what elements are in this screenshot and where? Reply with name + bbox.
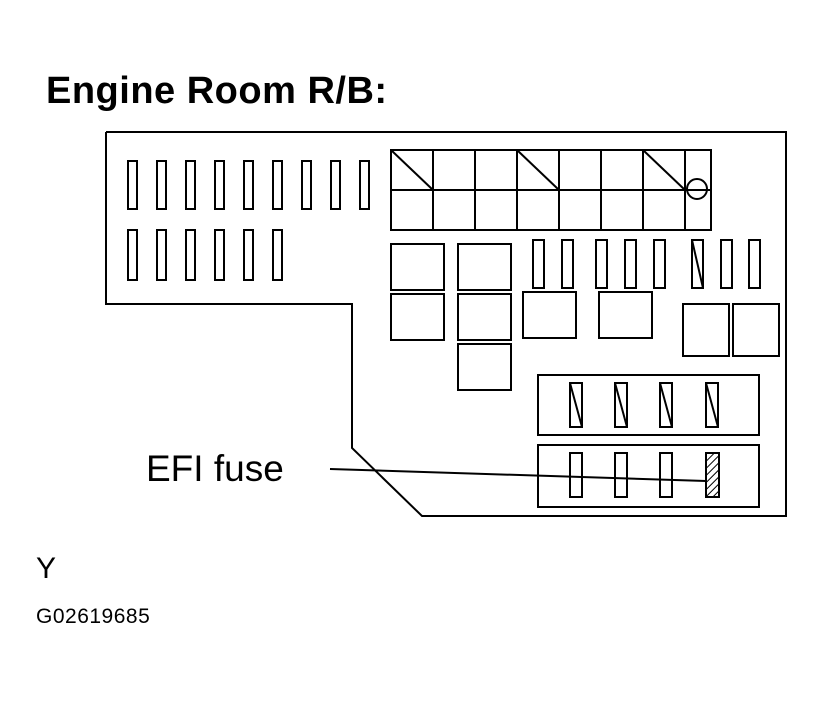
efi-fuse: [705, 452, 720, 498]
relay-squares: [390, 243, 780, 391]
relay-grid: [390, 149, 712, 231]
fuse-holder-upper: [537, 374, 760, 436]
view-letter: Y: [36, 552, 57, 585]
mounting-hole: [686, 178, 708, 200]
top-fuse-row-2: [127, 229, 283, 281]
mid-fuse-row: [532, 239, 761, 289]
figure-code: G02619685: [36, 605, 151, 628]
top-fuse-row-1: [127, 160, 370, 210]
efi-fuse-label: EFI fuse: [146, 448, 284, 489]
block-outline: [105, 131, 787, 517]
efi-leader-line: [329, 468, 707, 482]
diagram-title: Engine Room R/B:: [46, 70, 388, 112]
